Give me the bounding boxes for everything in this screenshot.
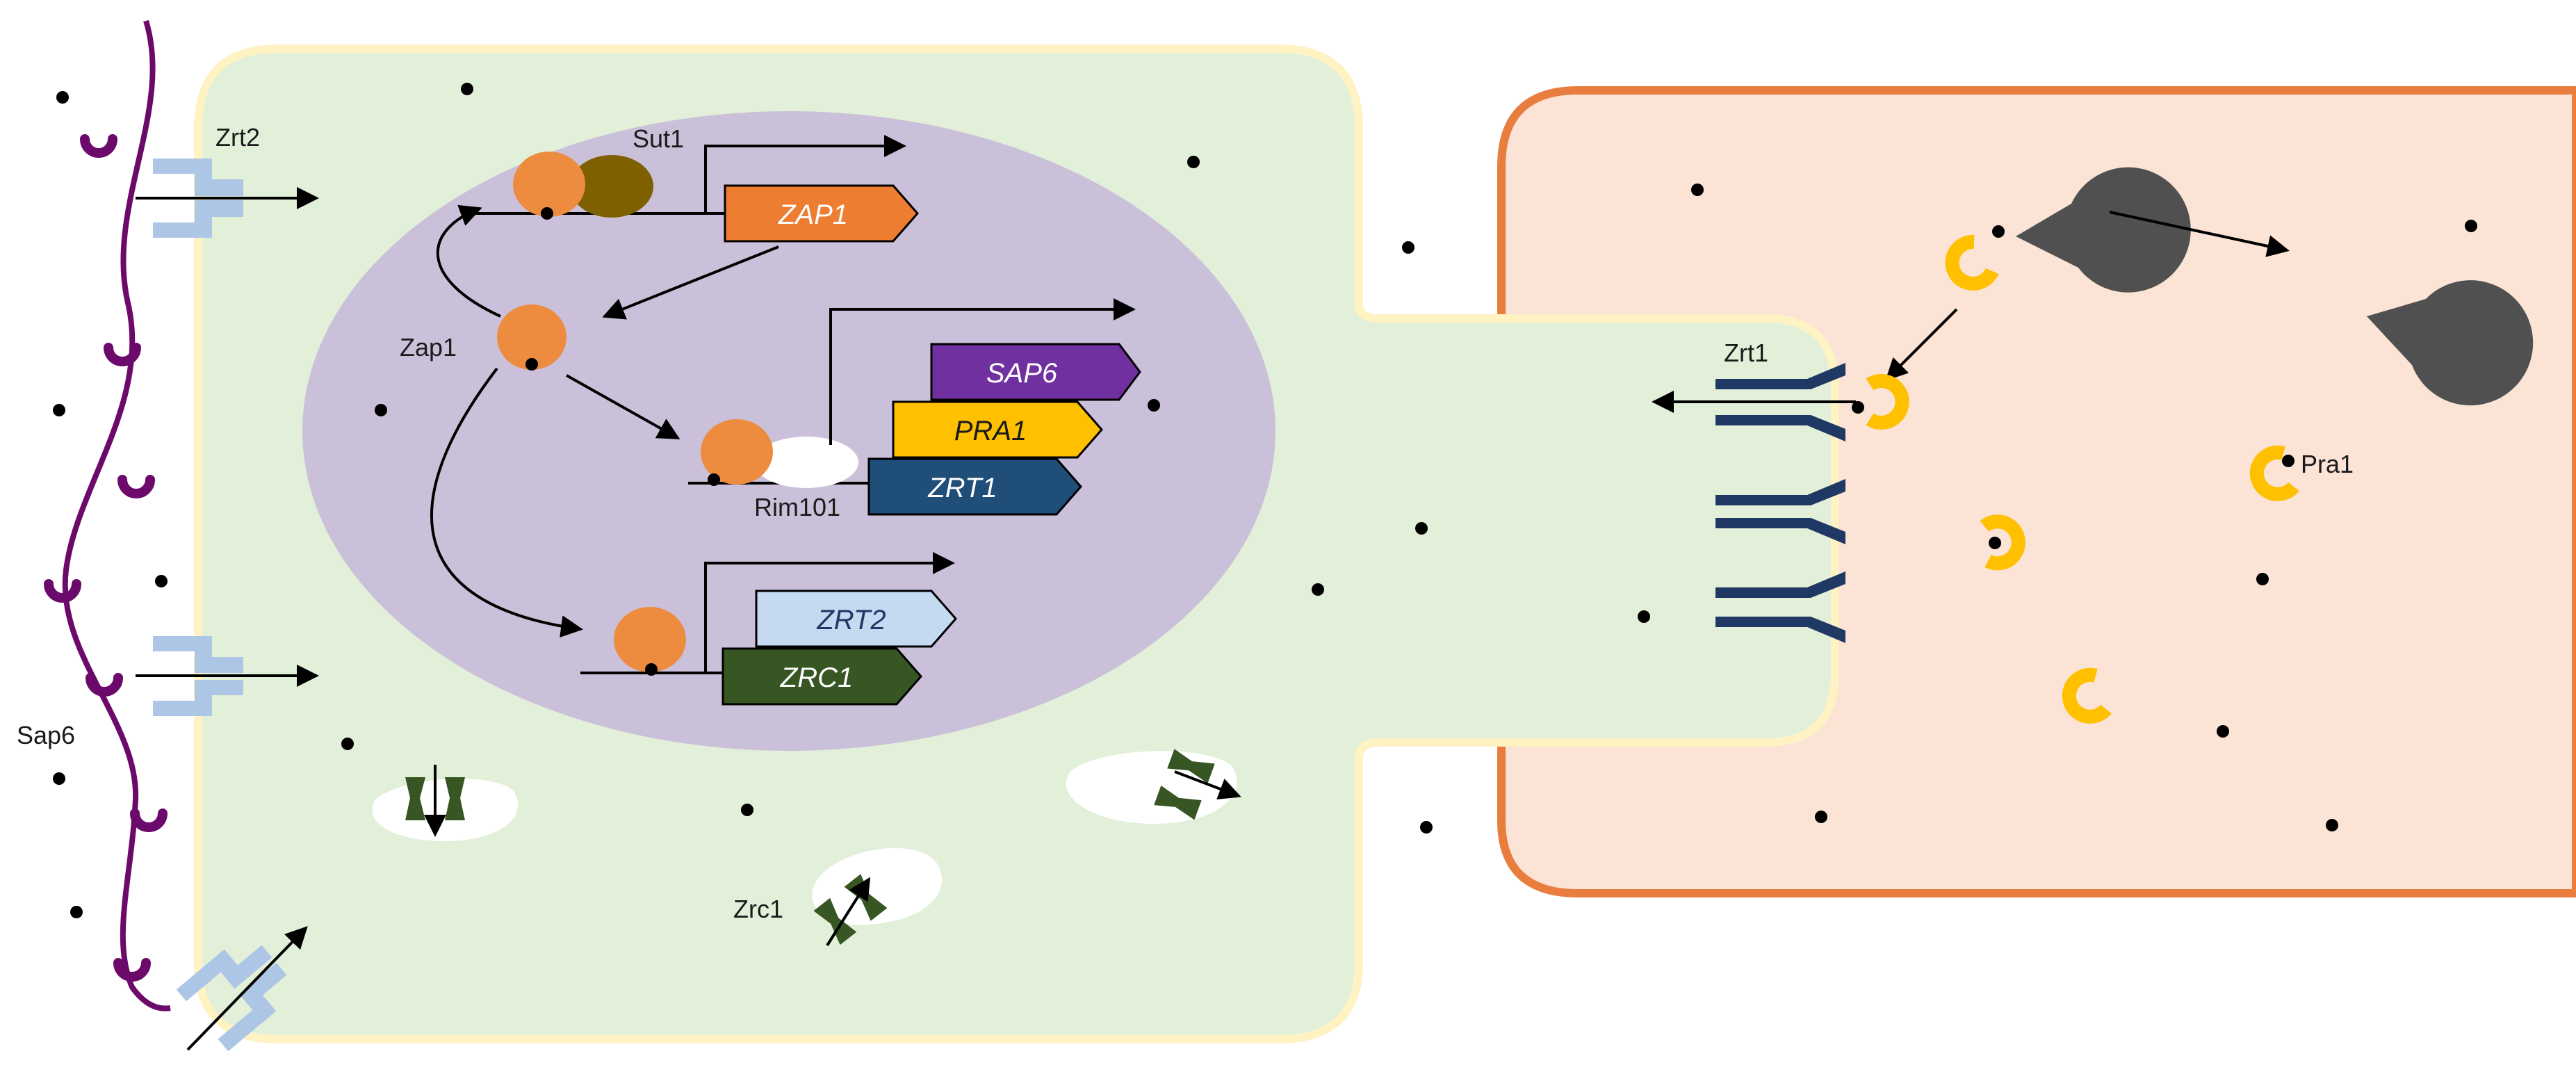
- zinc-ion: [1691, 184, 1704, 196]
- zrt2-arrow-bottom: [186, 926, 308, 1051]
- zap1-transcription-arrow: [704, 135, 906, 213]
- zap1-protein-zrt2: [614, 607, 686, 672]
- zinc-ion: [1815, 811, 1827, 823]
- zrt2-label: Zrt2: [215, 123, 260, 152]
- sap6-gene-label: SAP6: [986, 358, 1058, 389]
- zrt1-label: Zrt1: [1724, 339, 1768, 367]
- pra1-free-3: [2062, 667, 2112, 724]
- rim101-protein: [754, 437, 858, 488]
- rim101-label: Rim101: [754, 493, 840, 521]
- zinc-ion: [461, 83, 473, 95]
- zap1-gene-box: [724, 184, 919, 243]
- pra1-label: Pra1: [2301, 450, 2354, 478]
- pra1-gene-box: [892, 400, 1103, 459]
- zinc-ion: [375, 404, 387, 416]
- zinc-ion: [1415, 522, 1428, 535]
- arrow-zap1-to-zrt2-promoter: [430, 367, 583, 638]
- zrt1-transporter-3: [1715, 571, 1845, 643]
- zinc-ion: [56, 91, 69, 104]
- sut1-label: Sut1: [633, 124, 684, 153]
- zrc1-gene-box: [722, 647, 922, 706]
- sap6-wall-line: [62, 19, 171, 1011]
- host-protein-free: [2367, 280, 2534, 406]
- zrt1-gene-label: ZRT1: [927, 473, 997, 503]
- pra1-at-zrt1: [1866, 374, 1909, 430]
- arrow-host-protein-release: [2109, 211, 2290, 257]
- zinc-ion: [708, 473, 720, 486]
- zinc-ion: [541, 207, 553, 220]
- arrow-zap1-gene-to-protein: [602, 245, 779, 320]
- sap6-mark: [104, 343, 141, 366]
- zrc1-gene-label: ZRC1: [780, 663, 853, 693]
- zrt2-zrc1-transcription-arrow: [704, 552, 955, 673]
- zrc1-arrow-middle: [826, 877, 871, 947]
- zinc-ion: [1402, 241, 1415, 254]
- sap6-mark: [44, 579, 81, 603]
- sap6-label: Sap6: [17, 721, 75, 749]
- zinc-ion: [341, 738, 354, 750]
- sap6-mark: [85, 673, 123, 697]
- zrt2-gene-box: [755, 590, 957, 648]
- zinc-ion: [2256, 573, 2269, 585]
- vacuole-middle: [812, 847, 943, 925]
- sut1-protein: [570, 155, 653, 218]
- zinc-ions: [53, 83, 2477, 918]
- arrow-pra1-to-zrt1: [1885, 308, 1958, 381]
- zinc-ion: [2282, 455, 2294, 467]
- zrt2-transporter-middle: [153, 636, 243, 716]
- zinc-ion: [2465, 220, 2477, 232]
- zinc-ion: [1989, 537, 2001, 549]
- pra1-proteins: [1866, 234, 2299, 724]
- zap1-protein-bound: [513, 152, 585, 217]
- zinc-ion: [155, 575, 168, 587]
- sap6-protein-marks: [44, 134, 168, 982]
- vacuole-left: [372, 779, 519, 841]
- zrc1-transporter-left: [405, 765, 465, 837]
- zinc-ion: [2326, 819, 2338, 831]
- arrow-zap1-to-rim101-promoter: [566, 374, 680, 439]
- sap6-mark: [117, 475, 155, 498]
- pra1-free-2: [1980, 514, 2025, 571]
- arrow-zap1-autoregulation: [436, 204, 501, 318]
- zap1-protein-free: [497, 304, 566, 370]
- zinc-ion: [1312, 583, 1324, 596]
- pra1-gene-label: PRA1: [954, 416, 1027, 446]
- nucleus: [302, 111, 1275, 751]
- zrc1-arrow-right: [1174, 770, 1241, 799]
- host-protein-with-pra1: [2016, 167, 2191, 293]
- zinc-ion: [1992, 225, 2005, 238]
- zap1-protein-rim101: [701, 419, 773, 485]
- zinc-ion: [53, 404, 65, 416]
- zinc-ion: [1638, 610, 1650, 623]
- zinc-ion: [1420, 821, 1433, 834]
- zap1-gene-label: ZAP1: [778, 200, 848, 230]
- zinc-ion: [525, 358, 538, 371]
- zrt2-gene-label: ZRT2: [816, 605, 886, 635]
- zrc1-label: Zrc1: [733, 895, 783, 923]
- sap6-mark: [130, 808, 168, 832]
- zinc-ion: [2217, 725, 2229, 738]
- sap6-gene-box: [930, 343, 1141, 401]
- zrt1-gene-box: [867, 457, 1082, 516]
- zinc-ion: [53, 772, 65, 785]
- sap6-pra1-zrt1-transcription-arrow: [829, 298, 1136, 445]
- zrt1-transporter-2: [1715, 479, 1845, 544]
- zinc-ion: [645, 663, 658, 676]
- zrt2-transporter-top: [153, 159, 243, 238]
- zrt1-transporter-top: [1715, 363, 1845, 441]
- zrc1-transporter-right: [1154, 749, 1215, 820]
- zinc-ion: [741, 804, 753, 816]
- pra1-free-1: [2249, 445, 2299, 501]
- sap6-mark: [113, 958, 151, 982]
- sap6-mark: [80, 134, 117, 158]
- zinc-ion: [70, 906, 83, 918]
- zap1-label: Zap1: [400, 333, 457, 361]
- zinc-ion: [1187, 156, 1200, 168]
- zinc-ion: [1852, 401, 1864, 414]
- pra1-in-host-protein: [1945, 234, 1999, 291]
- zrt2-transporter-bottom: [176, 945, 287, 1052]
- zinc-ion: [1148, 399, 1160, 412]
